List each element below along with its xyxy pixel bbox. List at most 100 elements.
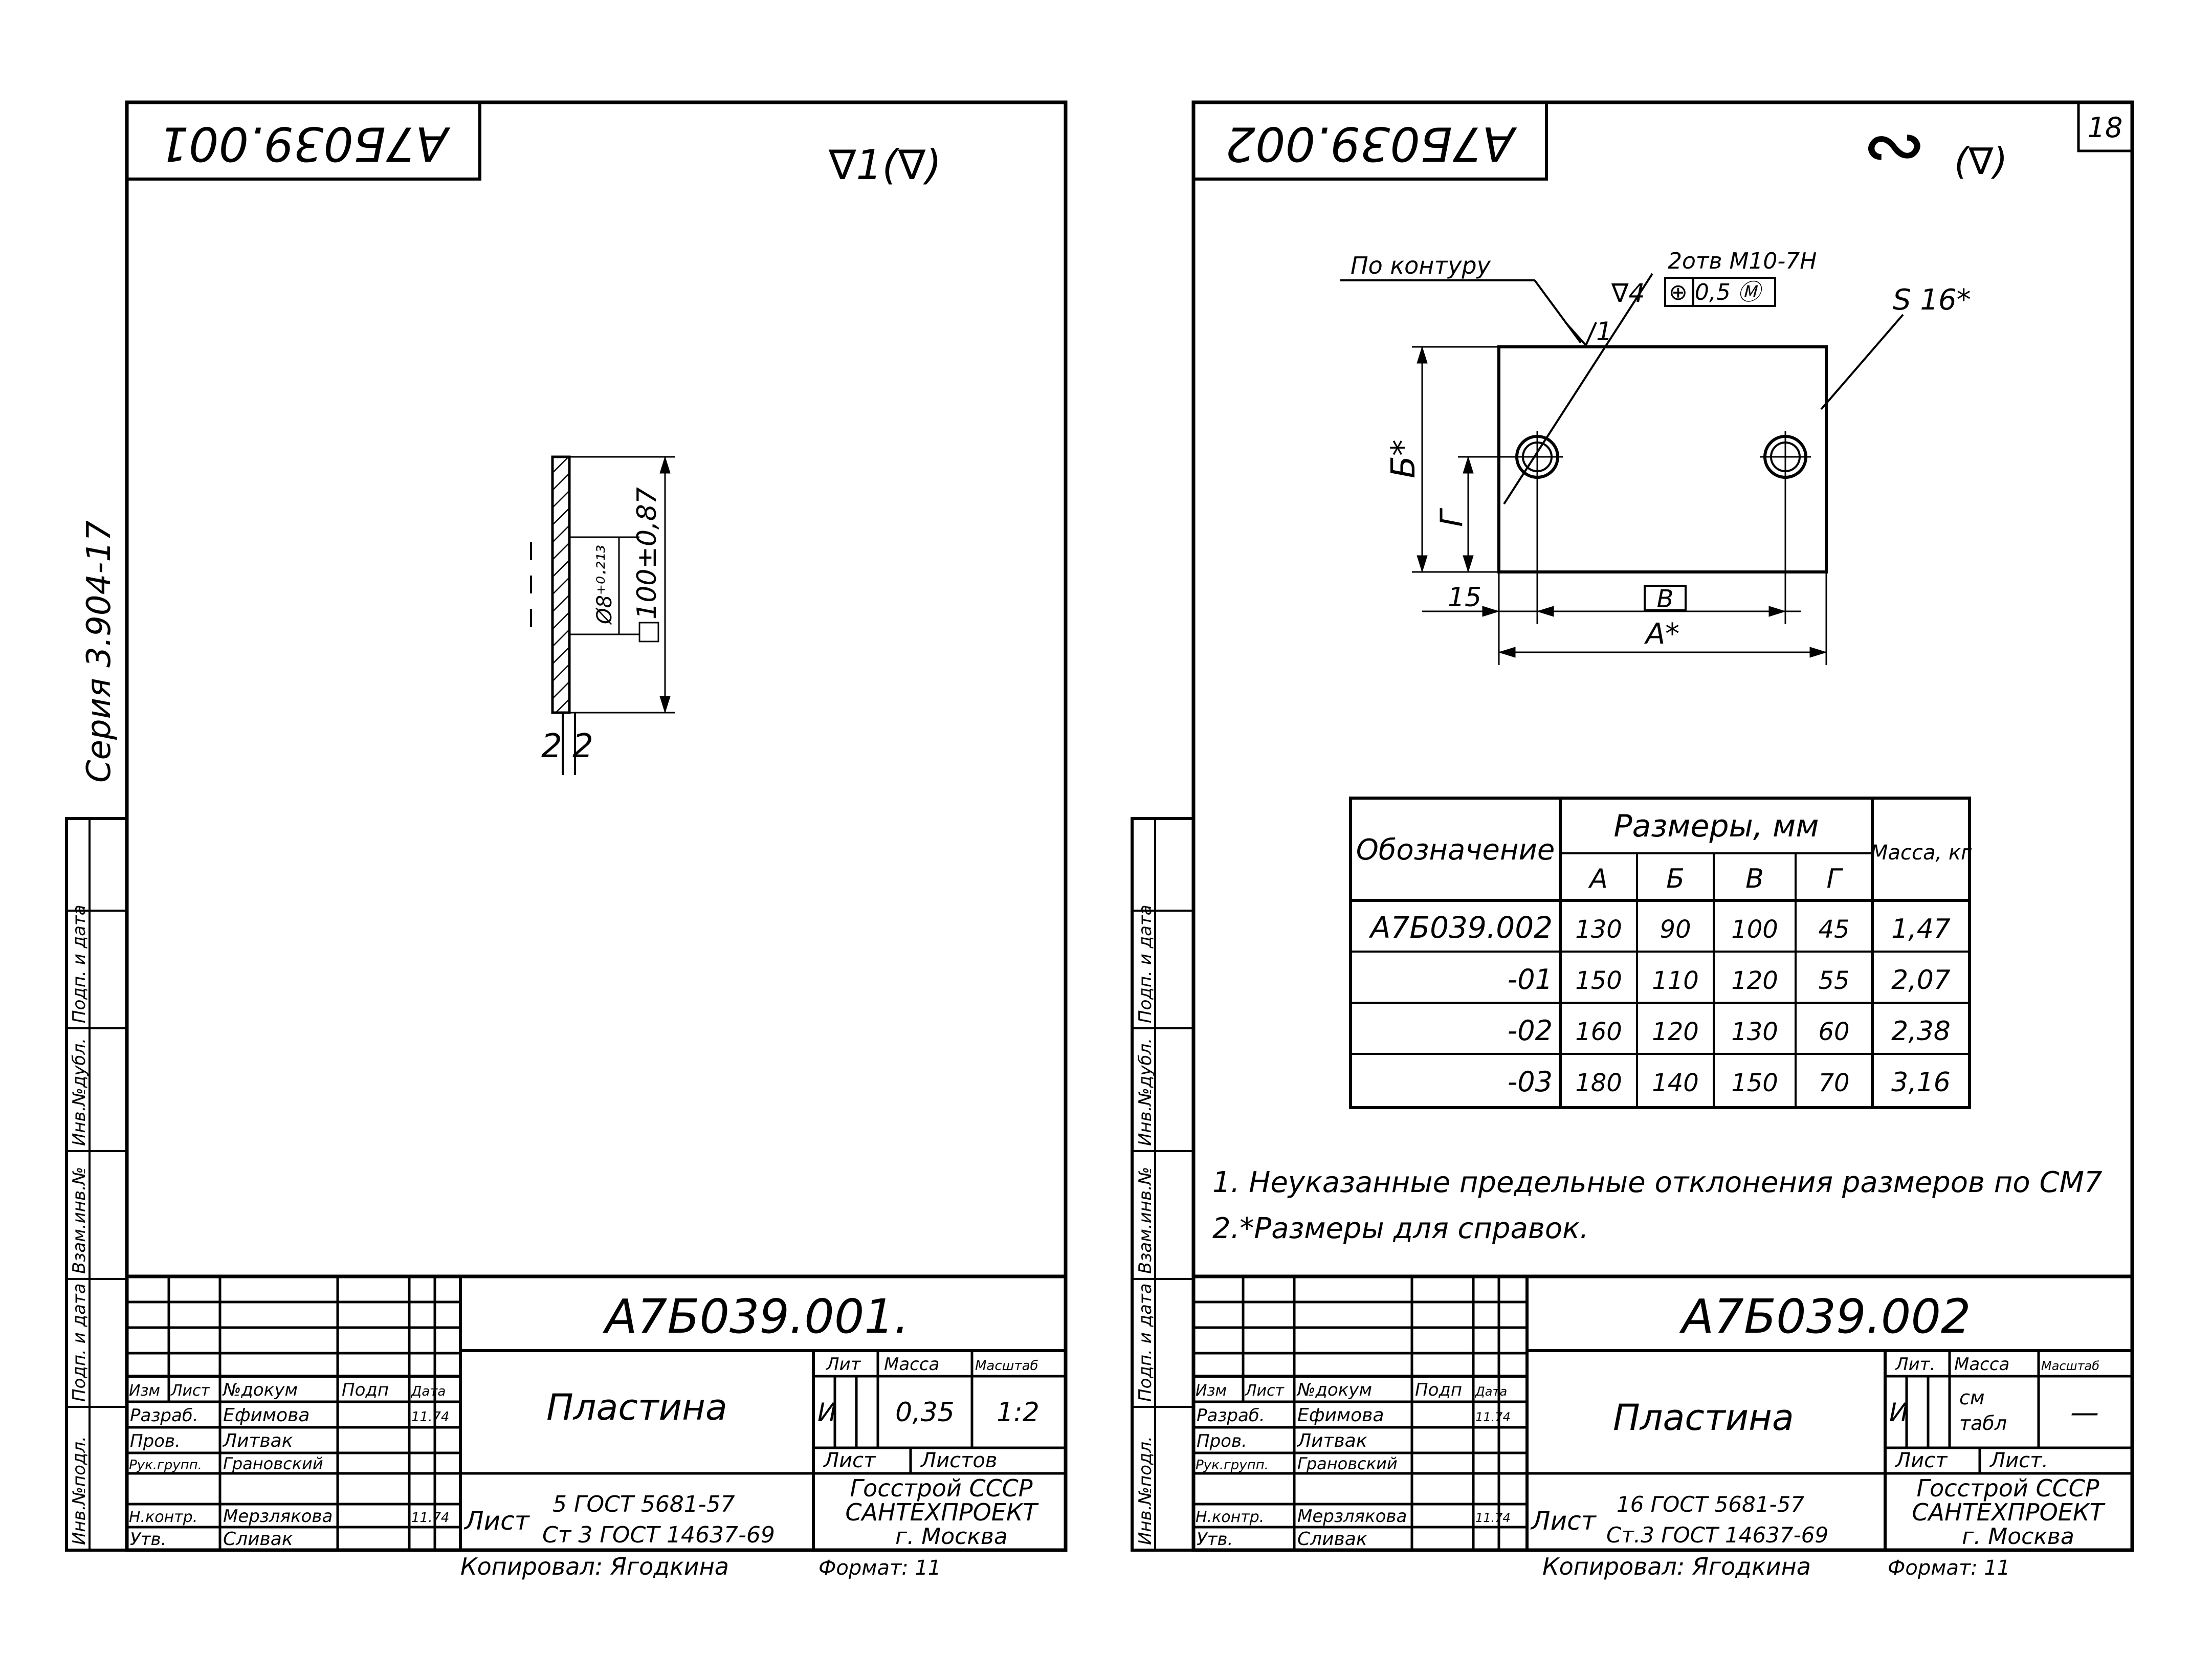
left-code-box (125, 101, 481, 181)
table-row-0-mass: 1,47 (1891, 914, 1951, 944)
right-lit-value: И (1889, 1398, 1908, 1427)
dim-v: В (1657, 585, 1674, 613)
right-head-date: Дата (1475, 1384, 1507, 1399)
left-title-block (125, 1274, 1068, 1552)
left-mass-value: 0,35 (895, 1397, 955, 1428)
table-row-0-b: 90 (1660, 915, 1691, 944)
right-sheets-label: Лист. (1989, 1449, 2048, 1472)
right-org-line1: Госстрой СССР (1916, 1474, 2099, 1502)
right-role-razrab: Разраб. (1197, 1405, 1265, 1426)
left-lit-value: И (817, 1398, 836, 1427)
table-row-2-b: 120 (1652, 1018, 1699, 1046)
left-name-nkontr: Мерзлякова (223, 1506, 333, 1527)
left-org-line1: Госстрой СССР (850, 1474, 1032, 1502)
right-part-view (1497, 345, 1828, 573)
right-head-doc: №докум (1296, 1380, 1372, 1400)
table-row-2-v: 130 (1731, 1018, 1778, 1046)
left-material-line1: 5 ГОСТ 5681-57 (552, 1491, 735, 1517)
table-row-0-g: 45 (1818, 915, 1849, 944)
table-row-1-a: 150 (1575, 966, 1622, 995)
right-name-razrab: Ефимова (1297, 1405, 1384, 1426)
left-org-line3: г. Москва (895, 1524, 1008, 1550)
right-copied: Копировал: Ягодкина (1542, 1553, 1811, 1580)
sub-header-b: Б (1666, 864, 1685, 894)
table-row-2-a: 160 (1575, 1018, 1622, 1046)
right-mass-value-1: см (1959, 1386, 1985, 1409)
right-sheet-text: 18 А7Б039.002 ∾ (∇) По контуру 1 ∇4 2отв… (1135, 101, 2122, 1580)
left-name-razrab: Ефимова (223, 1405, 309, 1426)
sub-header-v: В (1745, 864, 1764, 894)
left-stamp-inv-podl: Инв.№подл. (69, 1436, 90, 1545)
table-row-0-designation: А7Б039.002 (1368, 910, 1553, 945)
right-org-line3: г. Москва (1962, 1524, 2074, 1550)
table-row-3-b: 140 (1652, 1069, 1699, 1097)
left-date-nkontr: 11.74 (411, 1510, 449, 1526)
left-lit-label: Лит (825, 1354, 861, 1375)
right-name-nkontr: Мерзлякова (1297, 1506, 1407, 1527)
left-part-section (551, 455, 571, 714)
right-code-box (1192, 101, 1548, 181)
right-code-mirrored: А7Б039.002 (1225, 117, 1517, 171)
sizes-table (1349, 797, 1971, 1109)
left-role-ruk: Рук.групп. (129, 1458, 202, 1473)
table-row-3-mass: 3,16 (1891, 1067, 1951, 1098)
left-role-nkontr: Н.контр. (129, 1508, 197, 1526)
table-row-3-v: 150 (1731, 1069, 1778, 1097)
right-date-nkontr: 11.74 (1475, 1511, 1511, 1525)
right-mass-label: Масса (1954, 1354, 2009, 1375)
right-material-line2: Ст.3 ГОСТ 14637-69 (1606, 1522, 1828, 1548)
left-role-prov: Пров. (130, 1431, 181, 1451)
right-material-line1: 16 ГОСТ 5681-57 (1617, 1492, 1804, 1517)
left-copied: Копировал: Ягодкина (460, 1553, 729, 1580)
note-2: 2.*Размеры для справок. (1212, 1212, 1589, 1245)
table-row-0-a: 130 (1575, 915, 1622, 944)
left-dim-diameter: Ø8⁺⁰·²¹³ (593, 545, 616, 625)
left-sheet (65, 100, 1068, 1552)
right-role-nkontr: Н.контр. (1196, 1508, 1264, 1526)
left-format: Формат: 11 (819, 1556, 941, 1580)
col-sizes: Размеры, мм (1613, 808, 1819, 844)
page-number-box (2077, 101, 2134, 152)
left-sheets-label: Листов (920, 1449, 997, 1472)
dim-a: А* (1644, 617, 1679, 651)
left-sheet-text: Серия 3.904-17 А7Б039.001 ∇1(∇) Ø8⁺⁰·²¹³… (69, 117, 1039, 1580)
table-row-0-v: 100 (1731, 915, 1778, 944)
left-org-line2: САНТЕХПРОЕКТ (845, 1498, 1039, 1526)
left-scale-label: Масштаб (975, 1358, 1038, 1374)
series-label: Серия 3.904-17 (80, 520, 118, 783)
right-org-line2: САНТЕХПРОЕКТ (1912, 1498, 2106, 1526)
dim-g: Г (1434, 507, 1470, 527)
left-head-podp: Подп (342, 1380, 389, 1400)
table-row-3-a: 180 (1575, 1069, 1622, 1097)
left-name-ruk: Грановский (223, 1454, 323, 1473)
left-frame (125, 100, 1068, 1552)
left-head-list: Лист (170, 1382, 211, 1400)
left-section-mark: 2 2 (541, 727, 593, 765)
left-stamp-vzam-inv: Взам.инв.№ (69, 1167, 90, 1274)
sub-header-g: Г (1827, 864, 1844, 894)
right-mass-value-2: табл (1959, 1412, 2007, 1435)
label-roughness-contour: 1 (1596, 317, 1612, 346)
left-name-utv: Сливак (223, 1529, 293, 1550)
left-roughness: ∇1(∇) (828, 141, 941, 189)
right-role-ruk: Рук.групп. (1196, 1458, 1269, 1473)
right-date-razrab: 11.74 (1475, 1410, 1511, 1424)
label-thickness: S 16* (1893, 283, 1971, 317)
left-dim-square: □100±0,87 (632, 487, 662, 645)
right-material-prefix: Лист (1530, 1506, 1597, 1536)
table-row-2-designation: -02 (1508, 1014, 1553, 1047)
left-part-name: Пластина (546, 1386, 727, 1428)
left-material-line2: Ст 3 ГОСТ 14637-69 (542, 1522, 775, 1548)
label-contour: По контуру (1351, 252, 1491, 279)
right-name-ruk: Грановский (1297, 1454, 1398, 1473)
right-head-izm: Изм (1196, 1382, 1227, 1400)
left-date-razrab: 11.74 (411, 1409, 449, 1425)
right-format: Формат: 11 (1888, 1556, 2010, 1580)
right-stamp-inv-podl: Инв.№подл. (1135, 1436, 1156, 1545)
left-sheet-label: Лист (823, 1449, 876, 1472)
table-row-1-mass: 2,07 (1891, 965, 1951, 996)
right-title-block (1191, 1274, 2134, 1552)
table-row-1-b: 110 (1652, 966, 1699, 995)
label-roughness-hole: ∇4 (1611, 278, 1645, 308)
page-number: 18 (2088, 112, 2123, 144)
